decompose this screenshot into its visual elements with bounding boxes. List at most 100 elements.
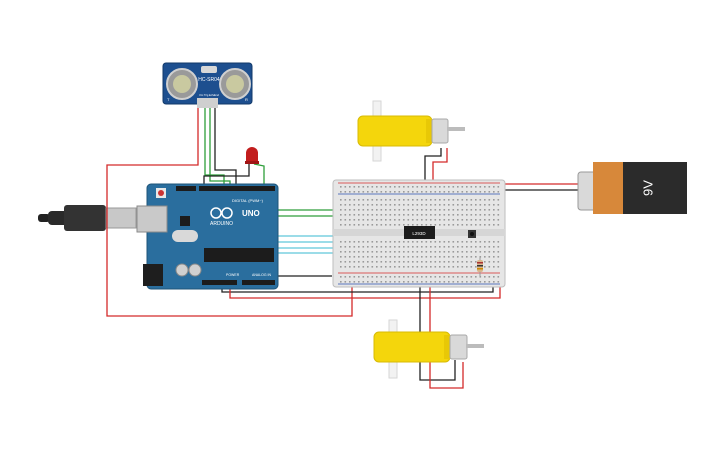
breadboard-hole[interactable] bbox=[421, 219, 423, 221]
breadboard-hole[interactable] bbox=[497, 204, 500, 206]
breadboard-hole[interactable] bbox=[380, 261, 383, 263]
breadboard-hole[interactable] bbox=[430, 276, 432, 278]
breadboard-hole[interactable] bbox=[367, 256, 369, 258]
breadboard-hole[interactable] bbox=[439, 209, 441, 211]
breadboard-hole[interactable] bbox=[407, 261, 410, 263]
breadboard-hole[interactable] bbox=[398, 276, 401, 278]
breadboard-hole[interactable] bbox=[448, 214, 450, 216]
breadboard-hole[interactable] bbox=[443, 281, 446, 283]
breadboard-hole[interactable] bbox=[439, 266, 441, 268]
breadboard-hole[interactable] bbox=[461, 191, 464, 193]
breadboard-hole[interactable] bbox=[452, 281, 455, 283]
breadboard-hole[interactable] bbox=[448, 281, 450, 283]
breadboard-hole[interactable] bbox=[403, 261, 405, 263]
breadboard-hole[interactable] bbox=[403, 209, 405, 211]
red-led[interactable] bbox=[245, 147, 259, 164]
breadboard-hole[interactable] bbox=[340, 209, 342, 211]
breadboard-hole[interactable] bbox=[452, 256, 455, 258]
breadboard-hole[interactable] bbox=[358, 276, 360, 278]
breadboard-hole[interactable] bbox=[470, 246, 473, 248]
breadboard-hole[interactable] bbox=[362, 199, 365, 201]
breadboard-hole[interactable] bbox=[479, 246, 482, 248]
breadboard-hole[interactable] bbox=[371, 276, 374, 278]
breadboard-hole[interactable] bbox=[362, 261, 365, 263]
breadboard-hole[interactable] bbox=[398, 281, 401, 283]
breadboard-hole[interactable] bbox=[443, 256, 446, 258]
breadboard-hole[interactable] bbox=[412, 276, 414, 278]
breadboard-hole[interactable] bbox=[439, 186, 441, 188]
breadboard-hole[interactable] bbox=[439, 276, 441, 278]
breadboard-hole[interactable] bbox=[340, 261, 342, 263]
breadboard-hole[interactable] bbox=[398, 246, 401, 248]
breadboard-hole[interactable] bbox=[475, 256, 477, 258]
breadboard-hole[interactable] bbox=[353, 241, 356, 243]
breadboard-hole[interactable] bbox=[484, 224, 486, 226]
breadboard-hole[interactable] bbox=[452, 186, 455, 188]
breadboard-hole[interactable] bbox=[353, 214, 356, 216]
breadboard-hole[interactable] bbox=[448, 199, 450, 201]
breadboard-hole[interactable] bbox=[470, 281, 473, 283]
breadboard-hole[interactable] bbox=[349, 219, 351, 221]
breadboard-hole[interactable] bbox=[457, 276, 459, 278]
breadboard-hole[interactable] bbox=[349, 276, 351, 278]
breadboard-hole[interactable] bbox=[398, 204, 401, 206]
breadboard-hole[interactable] bbox=[425, 191, 428, 193]
breadboard-hole[interactable] bbox=[412, 281, 414, 283]
breadboard-hole[interactable] bbox=[371, 241, 374, 243]
breadboard-hole[interactable] bbox=[403, 266, 405, 268]
breadboard-hole[interactable] bbox=[407, 186, 410, 188]
breadboard-hole[interactable] bbox=[488, 204, 491, 206]
breadboard-hole[interactable] bbox=[376, 251, 378, 253]
breadboard-hole[interactable] bbox=[340, 199, 342, 201]
breadboard-hole[interactable] bbox=[376, 199, 378, 201]
breadboard-hole[interactable] bbox=[488, 199, 491, 201]
breadboard-hole[interactable] bbox=[425, 204, 428, 206]
breadboard-hole[interactable] bbox=[371, 224, 374, 226]
wire-motor-bottom-red[interactable] bbox=[429, 262, 464, 389]
breadboard-hole[interactable] bbox=[484, 186, 486, 188]
breadboard-hole[interactable] bbox=[367, 281, 369, 283]
breadboard-hole[interactable] bbox=[362, 256, 365, 258]
breadboard-hole[interactable] bbox=[385, 209, 387, 211]
breadboard-hole[interactable] bbox=[416, 219, 419, 221]
breadboard-hole[interactable] bbox=[353, 251, 356, 253]
breadboard-hole[interactable] bbox=[434, 186, 437, 188]
breadboard-hole[interactable] bbox=[412, 251, 414, 253]
breadboard-hole[interactable] bbox=[353, 204, 356, 206]
breadboard-hole[interactable] bbox=[470, 251, 473, 253]
breadboard-hole[interactable] bbox=[448, 246, 450, 248]
breadboard-hole[interactable] bbox=[457, 241, 459, 243]
breadboard-hole[interactable] bbox=[394, 251, 396, 253]
breadboard-hole[interactable] bbox=[389, 186, 392, 188]
breadboard-hole[interactable] bbox=[493, 204, 495, 206]
breadboard-hole[interactable] bbox=[353, 261, 356, 263]
breadboard-hole[interactable] bbox=[340, 276, 342, 278]
breadboard-hole[interactable] bbox=[425, 199, 428, 201]
breadboard-hole[interactable] bbox=[439, 246, 441, 248]
breadboard-hole[interactable] bbox=[421, 251, 423, 253]
breadboard-hole[interactable] bbox=[443, 266, 446, 268]
breadboard-hole[interactable] bbox=[340, 251, 342, 253]
breadboard-hole[interactable] bbox=[407, 266, 410, 268]
breadboard-hole[interactable] bbox=[349, 199, 351, 201]
breadboard-hole[interactable] bbox=[457, 281, 459, 283]
breadboard-hole[interactable] bbox=[340, 204, 342, 206]
breadboard-hole[interactable] bbox=[461, 219, 464, 221]
breadboard-hole[interactable] bbox=[470, 214, 473, 216]
breadboard-hole[interactable] bbox=[376, 281, 378, 283]
breadboard-hole[interactable] bbox=[461, 199, 464, 201]
breadboard-hole[interactable] bbox=[484, 219, 486, 221]
breadboard-hole[interactable] bbox=[452, 191, 455, 193]
breadboard-hole[interactable] bbox=[430, 261, 432, 263]
breadboard-hole[interactable] bbox=[362, 214, 365, 216]
breadboard-hole[interactable] bbox=[488, 256, 491, 258]
breadboard-hole[interactable] bbox=[470, 204, 473, 206]
breadboard-hole[interactable] bbox=[376, 209, 378, 211]
breadboard-hole[interactable] bbox=[484, 281, 486, 283]
breadboard-hole[interactable] bbox=[430, 219, 432, 221]
breadboard-hole[interactable] bbox=[470, 256, 473, 258]
breadboard-hole[interactable] bbox=[448, 261, 450, 263]
breadboard-hole[interactable] bbox=[475, 266, 477, 268]
breadboard-hole[interactable] bbox=[394, 191, 396, 193]
breadboard-hole[interactable] bbox=[389, 266, 392, 268]
